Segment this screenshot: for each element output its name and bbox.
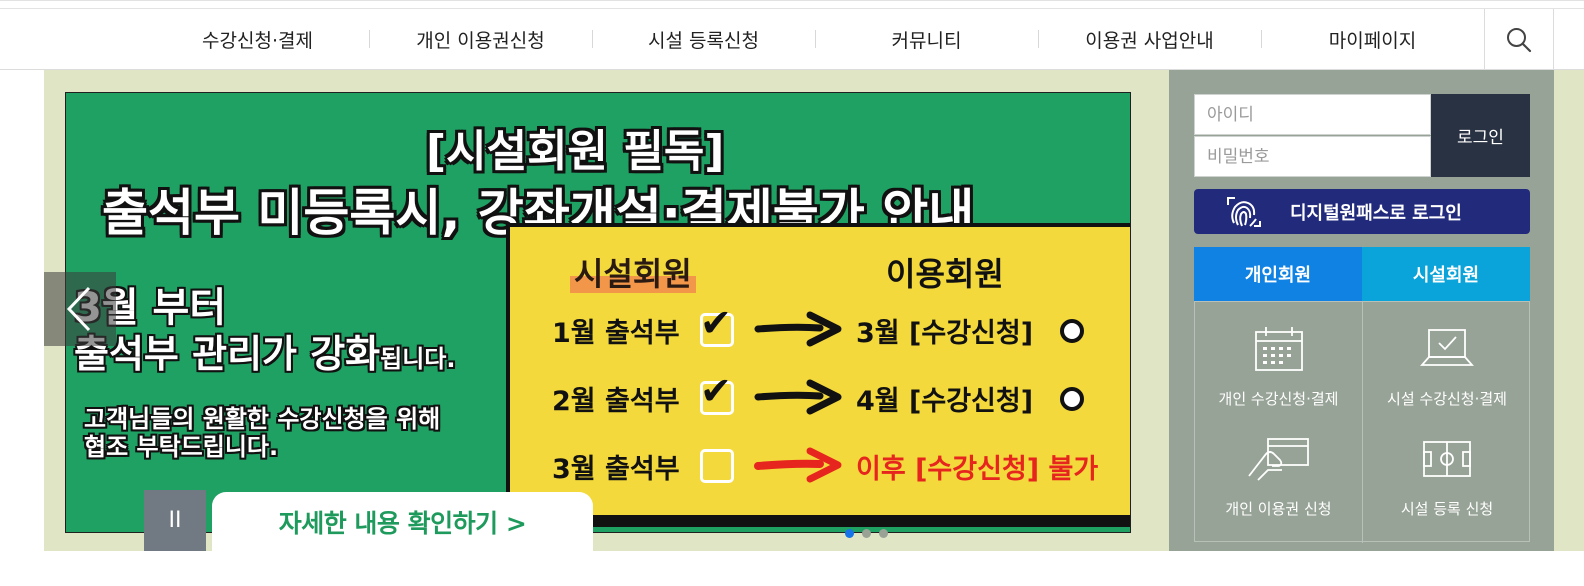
schedule-row: 3월 출석부 이후 [수강신청] 불가	[510, 441, 1130, 491]
hand-card-icon	[1247, 438, 1309, 481]
banner-title-tag: [시설회원 필독]	[425, 125, 725, 178]
schedule-row: 2월 출석부 ✔ 4월 [수강신청]	[510, 369, 1130, 423]
pagination-dot[interactable]	[879, 529, 888, 538]
checkbox-icon	[700, 381, 734, 415]
row-attendance-label: 2월 출석부	[552, 386, 680, 417]
top-divider	[0, 8, 1584, 9]
row-enroll-label: 4월 [수강신청]	[856, 386, 1034, 417]
nav-item-facility-registration[interactable]: 시설 등록신청	[592, 9, 815, 70]
chevron-left-icon	[66, 286, 91, 332]
tab-facility-member[interactable]: 시설회원	[1362, 247, 1530, 301]
nav-item-personal-voucher[interactable]: 개인 이용권신청	[369, 9, 592, 70]
banner-left-line2: 출석부 관리가 강화됩니다.	[74, 323, 456, 378]
laptop-check-icon	[1420, 329, 1474, 366]
login-form: 로그인	[1194, 94, 1530, 177]
member-type-tabs: 개인회원 시설회원	[1194, 247, 1530, 301]
row-attendance-label: 1월 출석부	[552, 318, 680, 349]
search-button[interactable]	[1484, 9, 1554, 70]
login-button[interactable]: 로그인	[1431, 94, 1530, 177]
nav-item-community[interactable]: 커뮤니티	[815, 9, 1038, 70]
row-enroll-label: 3월 [수강신청]	[856, 318, 1034, 349]
row-attendance-label: 3월 출석부	[552, 454, 680, 485]
quick-links-grid: 개인 수강신청·결제 시설 수강신청·결제 개인 이용권 신청	[1194, 301, 1531, 543]
checkbox-icon	[700, 449, 734, 483]
notice-banner[interactable]: [시설회원 필독] 출석부 미등록시, 강좌개설·결제불가 안내 3월 부터 출…	[65, 92, 1131, 533]
banner-left-line2-main: 출석부 관리가 강화	[74, 332, 381, 376]
quick-link-personal-course[interactable]: 개인 수강신청·결제	[1195, 302, 1363, 422]
digital-onepass-label: 디지털원패스로 로그인	[1290, 202, 1462, 224]
quick-link-label: 개인 수강신청·결제	[1218, 390, 1339, 408]
check-icon: ✔	[700, 301, 732, 345]
banner-left-line3: 고객님들의 원활한 수강신청을 위해	[84, 405, 441, 433]
right-strip	[1554, 70, 1584, 551]
check-icon: ✔	[700, 369, 732, 413]
banner-prev-button[interactable]	[44, 272, 116, 346]
fingerprint-icon	[1227, 196, 1261, 227]
search-icon	[1507, 27, 1532, 52]
schedule-row: 1월 출석부 ✔ 3월 [수강신청]	[510, 301, 1130, 355]
pagination-dot[interactable]	[862, 529, 871, 538]
calendar-icon	[1254, 327, 1303, 371]
password-input[interactable]	[1194, 136, 1431, 177]
field-icon	[1423, 441, 1471, 477]
top-navigation-bar: 수강신청·결제 개인 이용권신청 시설 등록신청 커뮤니티 이용권 사업안내 마…	[0, 0, 1584, 70]
banner-pause-button[interactable]: II	[144, 490, 206, 551]
quick-link-personal-voucher[interactable]: 개인 이용권 신청	[1195, 422, 1363, 543]
quick-link-label: 시설 수강신청·결제	[1387, 390, 1507, 408]
card-header-facility: 시설회원	[570, 249, 696, 295]
nav-item-course-payment[interactable]: 수강신청·결제	[202, 30, 313, 52]
arrow-right-red-icon	[754, 447, 842, 483]
circle-mark-icon	[1060, 319, 1084, 343]
card-header-user: 이용회원	[886, 255, 1004, 293]
nav-item-voucher-guide[interactable]: 이용권 사업안내	[1038, 9, 1261, 70]
main-menu: 수강신청·결제 개인 이용권신청 시설 등록신청 커뮤니티 이용권 사업안내 마…	[146, 9, 1484, 70]
row-enroll-blocked-label: 이후 [수강신청] 불가	[856, 454, 1099, 485]
banner-pagination	[845, 529, 888, 538]
nav-item-mypage[interactable]: 마이페이지	[1261, 9, 1484, 70]
banner-left-line4: 협조 부탁드립니다.	[84, 433, 279, 461]
pagination-dot[interactable]	[845, 529, 854, 538]
quick-link-label: 개인 이용권 신청	[1225, 500, 1332, 518]
quick-link-facility-registration[interactable]: 시설 등록 신청	[1363, 422, 1531, 543]
circle-mark-icon	[1060, 387, 1084, 411]
digital-onepass-login-button[interactable]: 디지털원패스로 로그인	[1194, 189, 1530, 234]
banner-detail-button[interactable]: 자세한 내용 확인하기 >	[212, 492, 593, 552]
banner-left-line2-suffix: 됩니다.	[380, 345, 456, 373]
arrow-right-icon	[754, 311, 842, 347]
arrow-right-icon	[754, 379, 842, 415]
schedule-card: 시설회원 이용회원 1월 출석부 ✔ 3월 [수강신청] 2월 출석부 ✔ 4월…	[506, 223, 1130, 519]
tab-personal-member[interactable]: 개인회원	[1194, 247, 1362, 301]
checkbox-icon	[700, 313, 734, 347]
quick-link-facility-course[interactable]: 시설 수강신청·결제	[1363, 302, 1531, 422]
quick-link-label: 시설 등록 신청	[1400, 500, 1494, 518]
user-id-input[interactable]	[1194, 94, 1431, 135]
